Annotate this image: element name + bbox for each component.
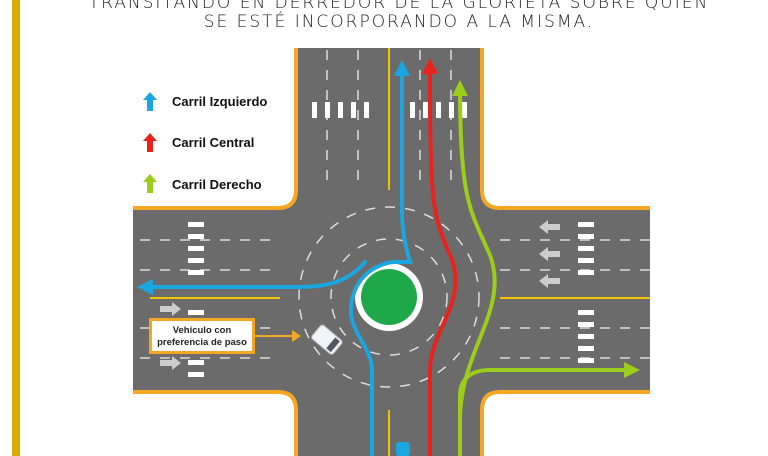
arrow-up-icon (143, 133, 157, 152)
callout-line-1: Vehículo con (172, 325, 232, 336)
central-lane-path (422, 58, 458, 456)
left-lane-path (348, 60, 413, 456)
yellow-side-bar (12, 0, 20, 456)
right-lane-straight-path (452, 80, 497, 422)
left-lane-exit-path (137, 260, 367, 295)
legend-icons (143, 92, 157, 193)
lane-arrows (160, 220, 560, 370)
arrow-up-icon (143, 92, 157, 111)
legend-central-lane: Carril Central (172, 135, 255, 150)
callout-line-2: preferencia de paso (157, 337, 247, 348)
car-with-priority (311, 324, 343, 355)
legend-right-lane: Carril Derecho (172, 177, 262, 192)
legend-left-lane: Carril Izquierdo (172, 94, 268, 109)
arrow-up-icon (143, 174, 157, 193)
priority-vehicle-callout: Vehículo con preferencia de paso (149, 318, 255, 354)
title-line-2: SE ESTÉ INCORPORANDO A LA MISMA. (203, 12, 595, 32)
car-blue (396, 442, 410, 456)
roundabout-island (355, 263, 423, 331)
road-surface (133, 48, 650, 456)
title-line-1: TRANSITANDO EN DERREDOR DE LA GLORIETA S… (88, 0, 710, 13)
